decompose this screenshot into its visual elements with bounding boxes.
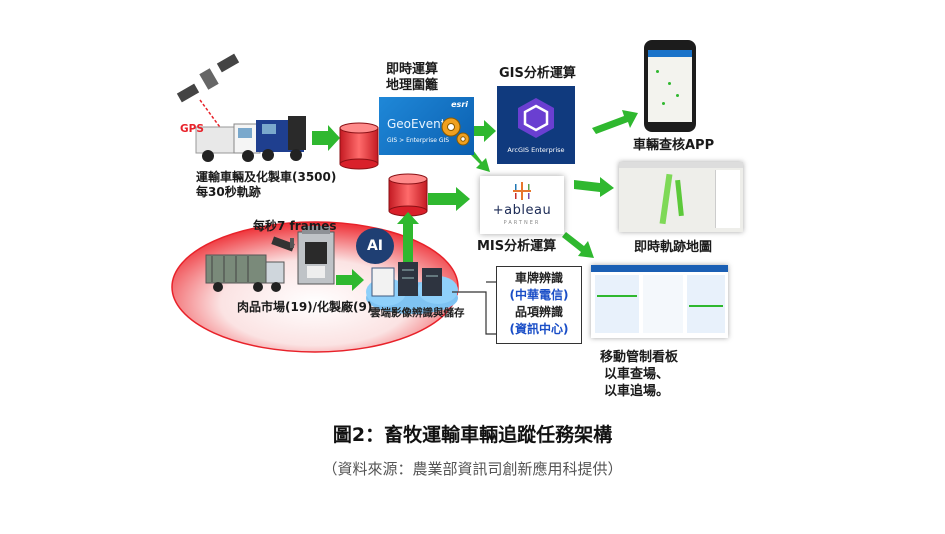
frames-label: 每秒7 frames bbox=[253, 219, 337, 233]
recog-connector bbox=[452, 291, 496, 335]
gear-overlay-icon bbox=[441, 117, 470, 146]
gate-camera-icon bbox=[297, 226, 335, 285]
camera-icon bbox=[271, 236, 295, 252]
board-label-2: 以車查場、 bbox=[604, 367, 670, 382]
board-label-3: 以車追場。 bbox=[604, 384, 670, 399]
mis-analysis-label: MIS分析運算 bbox=[477, 239, 557, 254]
recognition-box: 車牌辨識 (中華電信) 品項辨識 (資訊中心) bbox=[496, 266, 582, 344]
geoevent-name: GeoEvent bbox=[387, 117, 446, 131]
cloud-label: 雲端影像辨識與儲存 bbox=[370, 307, 465, 319]
realtime-map-screenshot bbox=[619, 162, 743, 232]
arrow-trucks-to-db bbox=[312, 125, 340, 151]
database-1-icon bbox=[339, 122, 379, 170]
vehicles-label-2: 每30秒軌跡 bbox=[196, 185, 261, 199]
arrow-cloud-to-db bbox=[397, 212, 419, 262]
arrow-arcgis-to-app bbox=[592, 110, 638, 134]
vehicles-label-1: 運輸車輛及化製車(3500) bbox=[196, 170, 337, 184]
tableau-logo: +ableau PARTNER bbox=[480, 176, 564, 234]
arrow-gate-to-cloud bbox=[336, 269, 364, 291]
arcgis-text: ArcGIS Enterprise bbox=[507, 146, 565, 154]
phone-app-screenshot bbox=[644, 40, 696, 132]
realtime-label-2: 地理圍籬 bbox=[386, 78, 439, 93]
truck-2-icon bbox=[256, 116, 306, 161]
geoevent-subtitle: GIS > Enterprise GIS bbox=[387, 137, 450, 144]
arrow-tableau-to-dashboard bbox=[562, 232, 594, 258]
plate-recog-label: 車牌辨識 bbox=[514, 271, 563, 285]
tableau-partner: PARTNER bbox=[503, 220, 541, 226]
arrow-geoevent-to-arcgis bbox=[470, 120, 496, 142]
plate-org-label: (中華電信) bbox=[509, 288, 569, 302]
figure-source: （資料來源：農業部資訊司創新應用科提供） bbox=[322, 460, 623, 478]
figure-title: 圖2：畜牧運輸車輛追蹤任務架構 bbox=[332, 424, 613, 446]
ai-badge: AI bbox=[356, 228, 394, 264]
realtime-label-1: 即時運算 bbox=[386, 62, 439, 77]
gis-analysis-label: GIS分析運算 bbox=[499, 66, 576, 81]
realtime-map-label: 即時軌跡地圖 bbox=[634, 240, 713, 255]
dashboard-screenshot bbox=[591, 265, 728, 338]
gps-label: GPS bbox=[180, 123, 204, 135]
arcgis-hex-icon bbox=[518, 98, 554, 138]
cloud-server-icon bbox=[366, 262, 458, 314]
market-label: 肉品市場(19)/化製廠(9) bbox=[237, 300, 373, 314]
item-recog-label: 品項辨識 bbox=[514, 305, 563, 319]
vehicle-app-label: 車輛查核APP bbox=[633, 138, 715, 153]
arrow-db-to-tableau bbox=[428, 187, 470, 211]
item-org-label: (資訊中心) bbox=[509, 322, 569, 336]
livestock-truck-icon bbox=[205, 254, 285, 292]
arcgis-enterprise-logo: ArcGIS Enterprise bbox=[497, 86, 575, 164]
tableau-cross-icon bbox=[513, 182, 531, 200]
arrow-tableau-to-map bbox=[574, 177, 614, 197]
gps-signal-line bbox=[199, 99, 223, 131]
esri-logo-text: esri bbox=[451, 100, 468, 109]
satellite-icon bbox=[176, 53, 240, 103]
truck-icon bbox=[195, 123, 261, 162]
database-2-icon bbox=[388, 173, 428, 217]
board-label-1: 移動管制看板 bbox=[600, 350, 679, 365]
tableau-wordmark: +ableau bbox=[492, 203, 552, 218]
